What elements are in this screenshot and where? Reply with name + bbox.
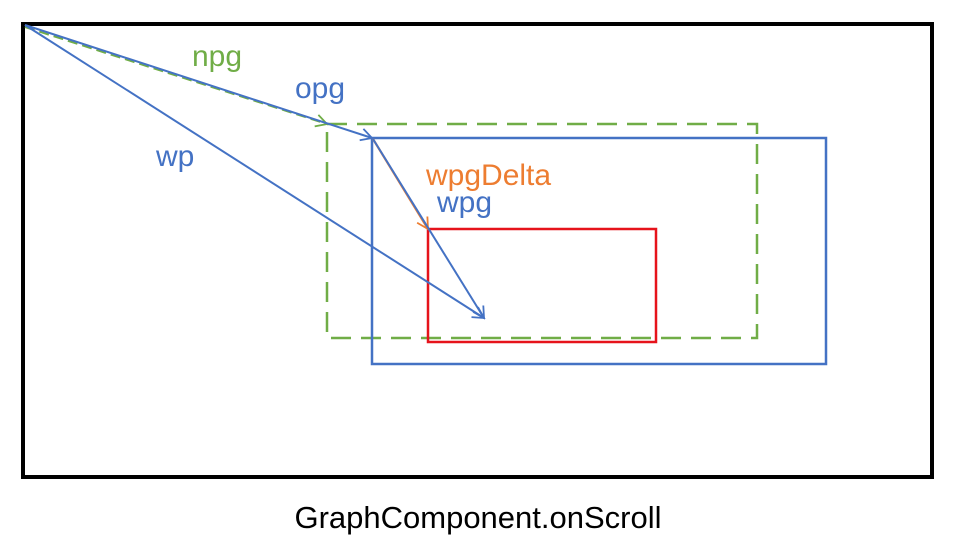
green-dashed-rectangle — [325, 122, 759, 340]
npg-label: npg — [192, 40, 242, 73]
opg-label: opg — [295, 72, 345, 105]
wpg-arrow — [372, 138, 485, 320]
wp-arrow — [24, 24, 486, 320]
viewport-frame — [21, 22, 934, 479]
wpg-delta-label: wpgDelta — [425, 159, 551, 192]
red-rectangle — [426, 227, 658, 344]
diagram-caption: GraphComponent.onScroll — [294, 500, 661, 535]
opg-arrow — [24, 24, 374, 142]
wp-label: wp — [155, 140, 194, 173]
blue-rectangle — [370, 136, 828, 366]
wpg-label: wpg — [436, 186, 492, 219]
